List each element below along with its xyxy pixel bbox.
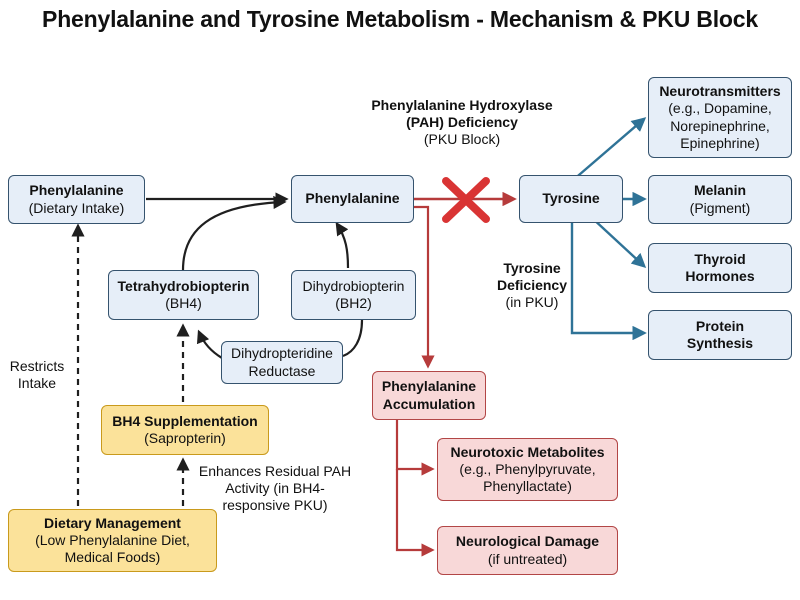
- node-title: Tyrosine: [542, 190, 600, 207]
- node-phenylalanine: Phenylalanine: [291, 175, 414, 223]
- arrow-tyr-to-thyroid: [590, 216, 647, 268]
- node-subtitle: (Pigment): [689, 199, 751, 216]
- node-subtitle: (BH4): [165, 295, 202, 311]
- label-restricts-line2: Intake: [17, 375, 57, 392]
- node-bh4-supplementation: BH4 Supplementation (Sapropterin): [101, 405, 269, 455]
- node-subtitle-line3: Epinephrine): [680, 134, 760, 151]
- node-title: BH4 Supplementation: [112, 412, 258, 429]
- label-enhances-line1: Enhances Residual PAH: [198, 463, 352, 479]
- arrow-tyr-to-neuro: [571, 117, 647, 182]
- node-tetrahydrobiopterin: Tetrahydrobiopterin (BH4): [108, 270, 259, 320]
- node-line1: Dihydropteridine: [231, 345, 333, 362]
- label-enhances-line3: responsive PKU): [222, 497, 328, 514]
- node-title: Phenylalanine: [305, 190, 400, 207]
- node-subtitle-line1: (e.g., Dopamine,: [668, 100, 772, 117]
- label-restricts-line1: Restricts: [9, 358, 65, 374]
- node-title-line2: Accumulation: [382, 395, 476, 412]
- node-title-line2: Hormones: [685, 268, 755, 284]
- node-title-line2: Synthesis: [686, 335, 754, 351]
- node-melanin: Melanin (Pigment): [648, 175, 792, 224]
- arrow-bh4-to-phe: [181, 195, 287, 271]
- node-title: Neurotransmitters: [659, 83, 781, 100]
- node-subtitle: (Sapropterin): [144, 430, 226, 446]
- node-subtitle: (if untreated): [487, 550, 568, 567]
- arrow-bh2-to-dhpr: [342, 319, 364, 358]
- label-pah-title-line1: Phenylalanine Hydroxylase: [371, 97, 553, 113]
- node-title: Neurotoxic Metabolites: [450, 443, 605, 460]
- node-title-line1: Phenylalanine: [381, 378, 477, 395]
- label-enhances-line2: Activity (in BH4-: [225, 480, 325, 497]
- label-tyrosine-deficiency: Tyrosine Deficiency (in PKU): [488, 260, 576, 311]
- arrow-accum-to-toxic: [395, 420, 435, 476]
- arrow-phe-to-accumulation: [413, 205, 435, 369]
- label-tyrdef-sub: (in PKU): [505, 294, 559, 311]
- node-protein-synthesis: Protein Synthesis: [648, 310, 792, 360]
- node-phenylalanine-accumulation: Phenylalanine Accumulation: [372, 371, 486, 420]
- node-dietary-management: Dietary Management (Low Phenylalanine Di…: [8, 509, 217, 572]
- label-enhances-pah: Enhances Residual PAH Activity (in BH4- …: [191, 463, 359, 514]
- node-title: Melanin: [693, 182, 747, 199]
- page-title: Phenylalanine and Tyrosine Metabolism - …: [42, 6, 758, 32]
- node-title: Tetrahydrobiopterin: [117, 277, 250, 294]
- arrow-tyr-to-protein: [570, 217, 647, 341]
- label-pah-deficiency: Phenylalanine Hydroxylase (PAH) Deficien…: [352, 97, 572, 148]
- node-subtitle-line2: Norepinephrine,: [670, 117, 770, 134]
- node-subtitle: (Dietary Intake): [28, 199, 125, 216]
- node-neurological-damage: Neurological Damage (if untreated): [437, 526, 618, 575]
- red-x-block-icon: [442, 177, 490, 223]
- node-phenylalanine-dietary: Phenylalanine (Dietary Intake): [8, 175, 145, 224]
- label-tyrdef-line1: Tyrosine: [503, 260, 561, 276]
- node-neurotoxic-metabolites: Neurotoxic Metabolites (e.g., Phenylpyru…: [437, 438, 618, 501]
- node-line1: Dihydrobiopterin: [302, 277, 405, 294]
- node-title-line1: Protein: [695, 317, 745, 334]
- node-title-line1: Thyroid: [694, 250, 746, 267]
- node-neurotransmitters: Neurotransmitters (e.g., Dopamine, Norep…: [648, 77, 792, 158]
- label-tyrdef-line2: Deficiency: [496, 277, 568, 294]
- label-pah-title-line2: (PAH) Deficiency: [406, 114, 518, 131]
- node-dihydrobiopterin: Dihydrobiopterin (BH2): [291, 270, 416, 320]
- arrow-bh2-to-phe: [335, 221, 350, 269]
- node-title: Phenylalanine: [29, 182, 124, 199]
- node-subtitle-line2: Phenyllactate): [483, 478, 572, 495]
- node-title: Dietary Management: [44, 514, 181, 531]
- arrow-dhpr-to-bh4: [196, 329, 223, 359]
- node-tyrosine: Tyrosine: [519, 175, 623, 223]
- node-subtitle-line1: (e.g., Phenylpyruvate,: [459, 460, 596, 477]
- node-subtitle-line1: (Low Phenylalanine Diet,: [35, 531, 190, 548]
- arrow-accum-to-damage: [395, 469, 435, 557]
- node-title: Neurological Damage: [455, 533, 600, 550]
- node-line2: Reductase: [248, 362, 316, 379]
- node-subtitle-line2: Medical Foods): [64, 549, 161, 566]
- node-dihydropteridine-reductase: Dihydropteridine Reductase: [221, 341, 343, 384]
- label-restricts-intake: Restricts Intake: [2, 358, 72, 392]
- node-line2: (BH2): [335, 295, 372, 311]
- node-thyroid-hormones: Thyroid Hormones: [648, 243, 792, 293]
- label-pah-sub: (PKU Block): [423, 131, 501, 148]
